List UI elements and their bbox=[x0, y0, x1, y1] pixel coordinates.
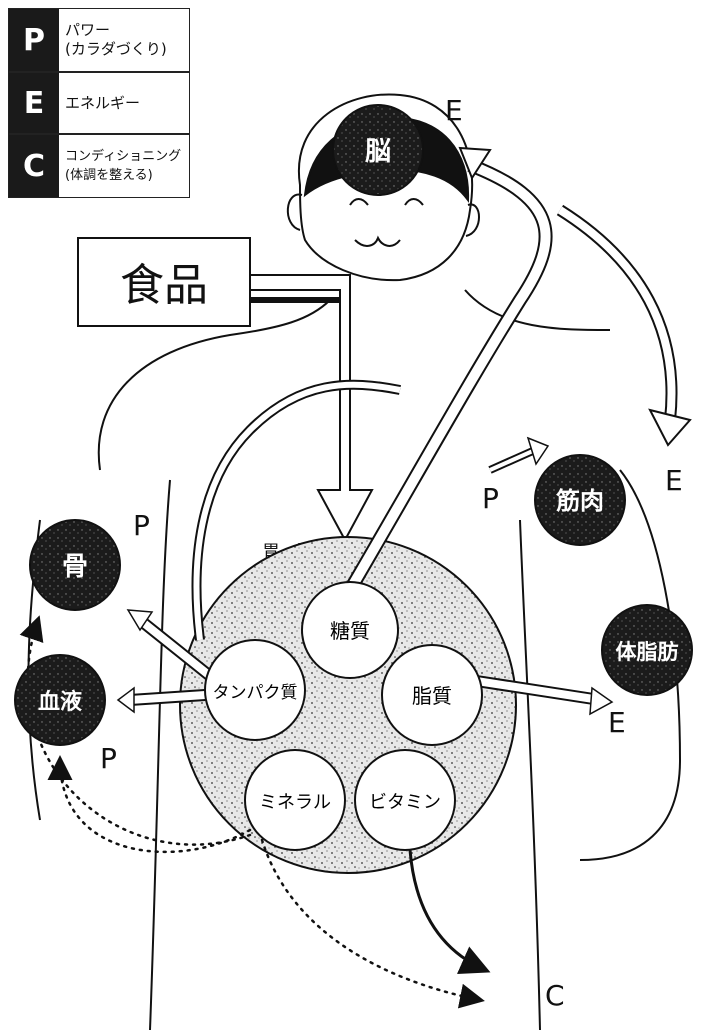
pec-legend: P パワー (カラダづくり) E エネルギー C コンディショニング (体調を整… bbox=[8, 8, 190, 198]
svg-text:筋肉: 筋肉 bbox=[555, 487, 604, 515]
target-blood: 血液 bbox=[14, 654, 106, 746]
nutrient-carbs: 糖質 bbox=[301, 581, 399, 679]
svg-text:脳: 脳 bbox=[364, 137, 391, 167]
svg-text:ビタミン: ビタミン bbox=[369, 792, 441, 813]
nutrient-fat: 脂質 bbox=[381, 644, 483, 746]
mineral-c-dotted-arrow bbox=[260, 838, 485, 1009]
marker-muscle-p: P bbox=[482, 482, 499, 515]
marker-muscle-e: E bbox=[665, 464, 683, 497]
svg-text:骨: 骨 bbox=[62, 552, 88, 582]
legend-e-line1: エネルギー bbox=[65, 93, 141, 112]
target-bone: 骨 bbox=[29, 519, 121, 611]
carbs-brain-arrow bbox=[343, 158, 553, 594]
vitamin-c-arrow bbox=[408, 849, 491, 974]
marker-vitamin-c: C bbox=[545, 979, 565, 1012]
svg-text:ミネラル: ミネラル bbox=[259, 792, 331, 813]
marker-fat-e: E bbox=[608, 706, 626, 739]
legend-p-line1: パワー bbox=[65, 21, 111, 39]
legend-letter-c: C bbox=[9, 135, 59, 197]
marker-bone-p: P bbox=[133, 509, 150, 542]
svg-text:脂質: 脂質 bbox=[412, 684, 452, 708]
legend-letter-p: P bbox=[9, 9, 59, 71]
target-muscle: 筋肉 bbox=[534, 454, 626, 546]
nutrient-vitamin: ビタミン bbox=[354, 749, 456, 851]
legend-p-line2: (カラダづくり) bbox=[65, 40, 167, 58]
legend-row-e: E エネルギー bbox=[8, 72, 190, 134]
svg-text:体脂肪: 体脂肪 bbox=[616, 640, 679, 664]
nutrient-protein: タンパク質 bbox=[204, 639, 306, 741]
svg-text:糖質: 糖質 bbox=[330, 619, 370, 643]
legend-row-p: P パワー (カラダづくり) bbox=[8, 8, 190, 72]
legend-row-c: C コンディショニング (体調を整える) bbox=[8, 134, 190, 198]
mineral-blood-dotted-arrow bbox=[47, 755, 252, 854]
legend-c-line1: コンディショニング bbox=[65, 149, 182, 164]
marker-blood-p: P bbox=[100, 742, 117, 775]
food-label: 食品 bbox=[120, 260, 208, 311]
target-brain: 脳 bbox=[332, 104, 424, 196]
marker-brain-e: E bbox=[445, 94, 463, 127]
legend-c-line2: (体調を整える) bbox=[65, 168, 153, 183]
food-box: 食品 bbox=[77, 237, 251, 327]
legend-letter-e: E bbox=[9, 73, 59, 133]
svg-text:タンパク質: タンパク質 bbox=[213, 683, 298, 703]
target-body-fat: 体脂肪 bbox=[601, 604, 693, 696]
svg-text:血液: 血液 bbox=[38, 689, 82, 715]
nutrient-mineral: ミネラル bbox=[244, 749, 346, 851]
